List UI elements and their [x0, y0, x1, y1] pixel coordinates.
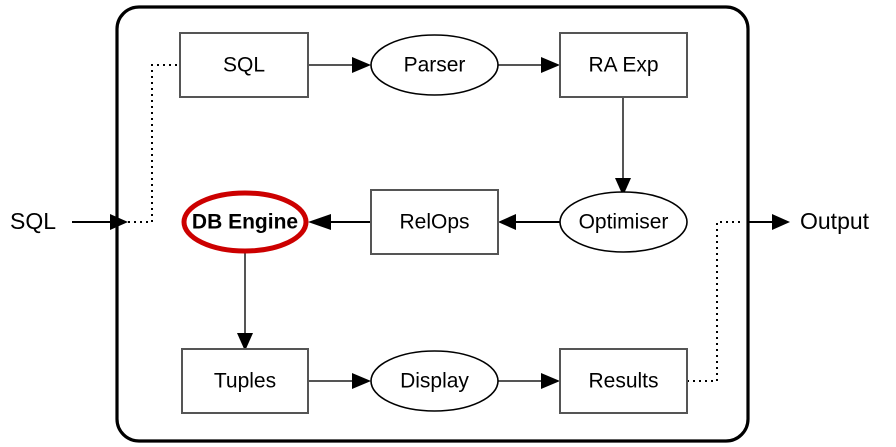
input-sql-label: SQL: [10, 208, 56, 234]
edge-optimiser-to-relops: [498, 214, 560, 230]
edge-parser-to-ra-exp: [498, 57, 560, 73]
node-display[interactable]: Display: [370, 350, 499, 412]
edge-tuples-to-display: [308, 373, 371, 389]
node-parser[interactable]: Parser: [370, 34, 499, 96]
node-optimiser[interactable]: Optimiser: [559, 191, 688, 253]
node-results[interactable]: Results: [559, 348, 688, 414]
edge-ra-exp-to-optimiser: [615, 97, 631, 196]
edge-relops-to-db-engine: [308, 214, 371, 230]
output-label: Output: [800, 208, 870, 234]
node-tuples-label: Tuples: [214, 370, 276, 393]
edge-input-sql-to-sql-box: [128, 64, 180, 223]
edge-display-to-results: [498, 373, 560, 389]
node-relops-label: RelOps: [399, 211, 469, 234]
node-db-engine-label: DB Engine: [192, 211, 298, 234]
node-ra-exp[interactable]: RA Exp: [559, 32, 688, 98]
node-sql-box[interactable]: SQL: [179, 32, 309, 98]
edge-sql-to-parser: [308, 57, 371, 73]
node-relops[interactable]: RelOps: [370, 189, 499, 255]
node-sql-box-label: SQL: [223, 54, 265, 77]
node-parser-label: Parser: [404, 54, 466, 77]
node-ra-exp-label: RA Exp: [588, 54, 658, 77]
node-display-label: Display: [400, 370, 469, 393]
node-tuples[interactable]: Tuples: [181, 348, 309, 414]
node-optimiser-label: Optimiser: [579, 211, 669, 234]
edge-results-to-boundary: [687, 221, 740, 382]
node-results-label: Results: [588, 370, 658, 393]
edge-input-sql-arrow: [72, 214, 128, 230]
edge-output-arrow: [748, 214, 790, 230]
node-db-engine[interactable]: DB Engine: [181, 190, 309, 254]
edge-db-engine-to-tuples: [237, 252, 253, 351]
